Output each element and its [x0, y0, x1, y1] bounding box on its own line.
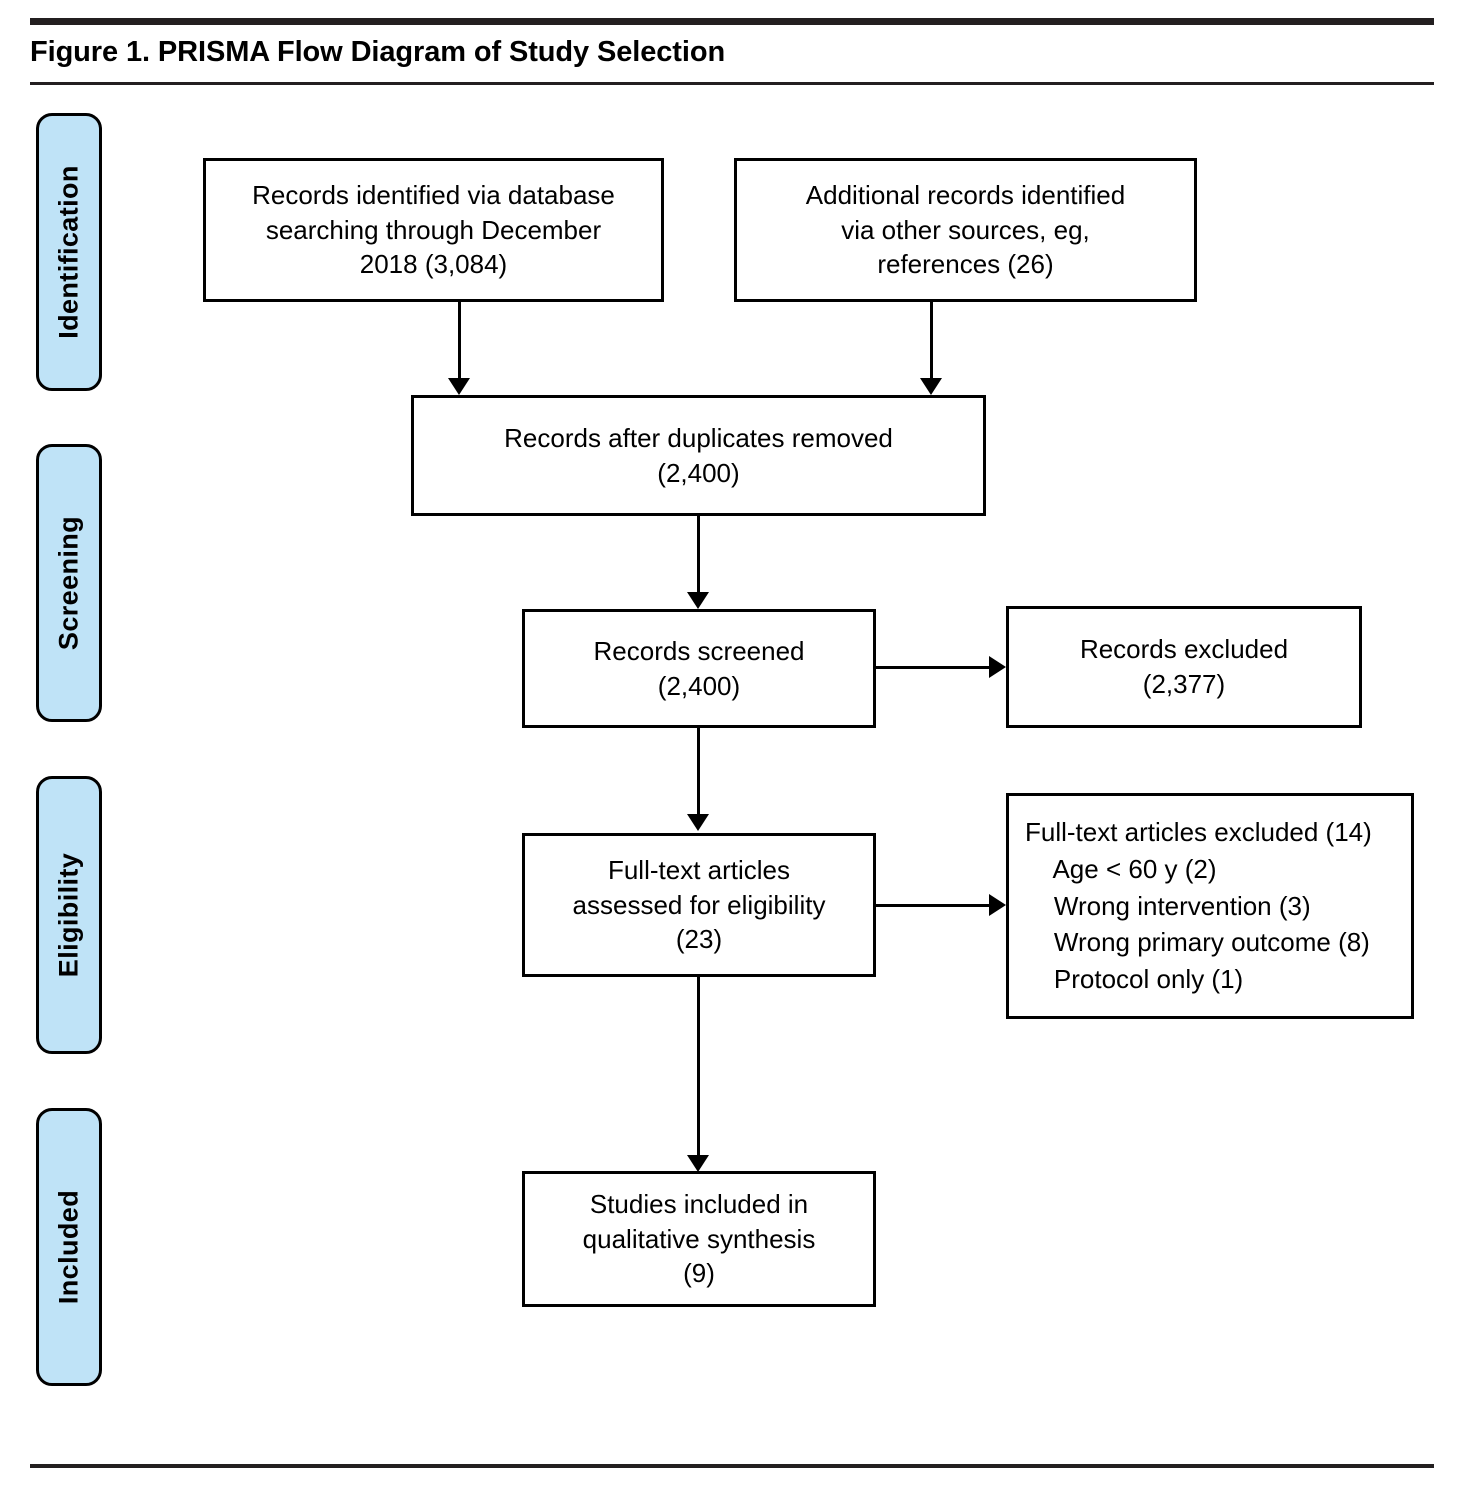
stage-pill-eligibility: Eligibility — [36, 776, 102, 1054]
box-fulltext-assessed-text: Full-text articles assessed for eligibil… — [572, 854, 826, 955]
box-studies-included: Studies included in qualitative synthesi… — [522, 1171, 876, 1307]
box-records-excluded-text: Records excluded (2,377) — [1079, 634, 1289, 699]
stage-label-screening: Screening — [53, 515, 84, 651]
connector-fulltext-to-excluded — [876, 904, 990, 907]
box-additional-records-other-sources: Additional records identified via other … — [734, 158, 1197, 302]
connector-screened-to-fulltext — [697, 728, 700, 816]
box-records-identified-database-text: Records identified via database searchin… — [252, 179, 615, 280]
arrowhead-other-to-duplicates — [920, 378, 942, 395]
stage-pill-included: Included — [36, 1108, 102, 1386]
arrowhead-fulltext-to-included — [687, 1155, 709, 1172]
box-studies-included-text: Studies included in qualitative synthesi… — [582, 1188, 816, 1289]
stage-label-identification: Identification — [53, 165, 84, 339]
arrowhead-screened-to-fulltext — [687, 814, 709, 831]
stage-pill-screening: Screening — [36, 444, 102, 722]
box-records-identified-database: Records identified via database searchin… — [203, 158, 664, 302]
header-rule-bottom — [30, 82, 1434, 85]
arrowhead-fulltext-to-excluded — [989, 894, 1006, 916]
box-records-excluded: Records excluded (2,377) — [1006, 606, 1362, 728]
connector-other-to-duplicates — [930, 302, 933, 380]
box-records-screened-text: Records screened (2,400) — [593, 635, 805, 701]
connector-screened-to-excluded — [876, 666, 990, 669]
box-records-screened: Records screened (2,400) — [522, 609, 876, 728]
arrowhead-duplicates-to-screened — [687, 592, 709, 609]
page-title: Figure 1. PRISMA Flow Diagram of Study S… — [30, 36, 726, 68]
connector-duplicates-to-screened — [697, 516, 700, 594]
footer-rule — [30, 1464, 1434, 1468]
box-fulltext-excluded-text: Full-text articles excluded (14) Age < 6… — [1025, 816, 1372, 995]
stage-label-eligibility: Eligibility — [53, 852, 84, 978]
connector-fulltext-to-included — [697, 977, 700, 1157]
stage-pill-identification: Identification — [36, 113, 102, 391]
box-records-after-duplicates: Records after duplicates removed (2,400) — [411, 395, 986, 516]
box-fulltext-assessed: Full-text articles assessed for eligibil… — [522, 833, 876, 977]
connector-database-to-duplicates — [458, 302, 461, 380]
arrowhead-database-to-duplicates — [448, 378, 470, 395]
box-records-after-duplicates-text: Records after duplicates removed (2,400) — [504, 422, 893, 488]
box-additional-records-other-sources-text: Additional records identified via other … — [805, 179, 1126, 280]
stage-label-included: Included — [53, 1189, 84, 1305]
box-fulltext-excluded: Full-text articles excluded (14) Age < 6… — [1006, 793, 1414, 1019]
arrowhead-screened-to-excluded — [989, 656, 1006, 678]
header-rule-top — [30, 18, 1434, 25]
